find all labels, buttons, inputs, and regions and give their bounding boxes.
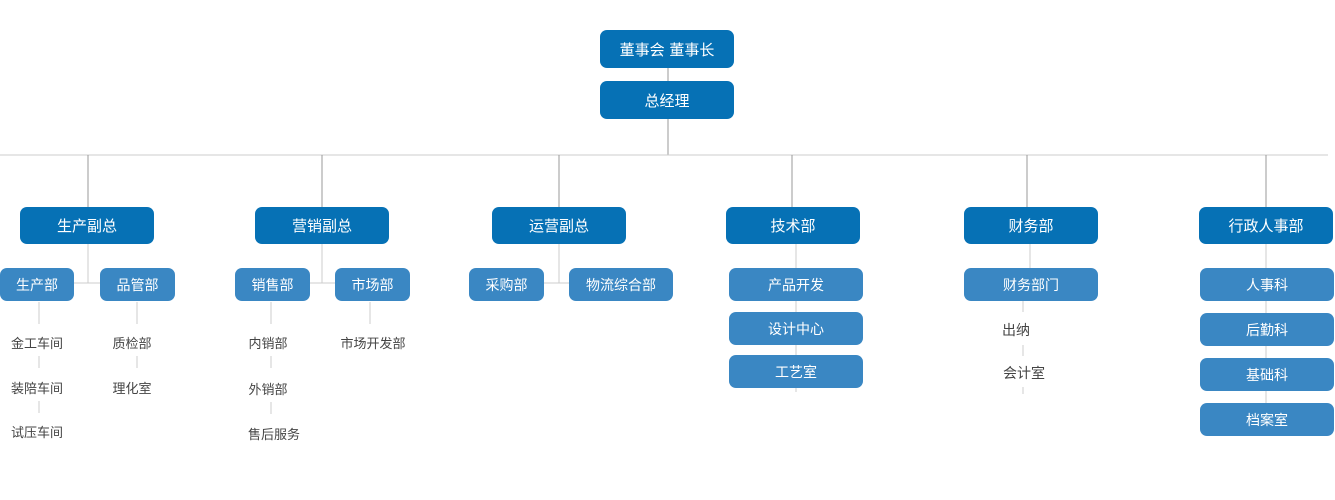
production-dept-node: 生产部 [0,268,74,301]
leaf-item: 内销部 [248,337,288,352]
leaf-item: 金工车间 [10,337,64,352]
production-vp-node: 生产副总 [20,207,154,244]
leaf-item: 外销部 [248,383,288,398]
finance-dept-node: 财务部 [964,207,1098,244]
marketing-vp-node: 营销副总 [255,207,389,244]
tech-dept-node: 技术部 [726,207,860,244]
quality-dept-node: 品管部 [100,268,175,301]
design-center-node: 设计中心 [729,312,863,345]
market-dept-node: 市场部 [335,268,410,301]
leaf-item: 售后服务 [247,428,301,443]
leaf-item: 试压车间 [10,426,64,441]
process-room-node: 工艺室 [729,355,863,388]
leaf-item: 装陪车间 [10,382,64,397]
general-manager-node: 总经理 [600,81,734,119]
product-dev-node: 产品开发 [729,268,863,301]
logistics-dept-node: 物流综合部 [569,268,673,301]
leaf-item: 理化室 [112,382,152,397]
finance-section-node: 财务部门 [964,268,1098,301]
leaf-item: 出纳 [1002,323,1030,339]
board-chairman-node: 董事会 董事长 [600,30,734,68]
leaf-item: 质检部 [112,337,152,352]
admin-hr-dept-node: 行政人事部 [1199,207,1333,244]
sales-dept-node: 销售部 [235,268,310,301]
leaf-item: 会计室 [1003,366,1045,382]
infrastructure-section-node: 基础科 [1200,358,1334,391]
logistics-section-node: 后勤科 [1200,313,1334,346]
leaf-item: 市场开发部 [340,337,406,352]
personnel-section-node: 人事科 [1200,268,1334,301]
operations-vp-node: 运营副总 [492,207,626,244]
archives-room-node: 档案室 [1200,403,1334,436]
purchasing-dept-node: 采购部 [469,268,544,301]
